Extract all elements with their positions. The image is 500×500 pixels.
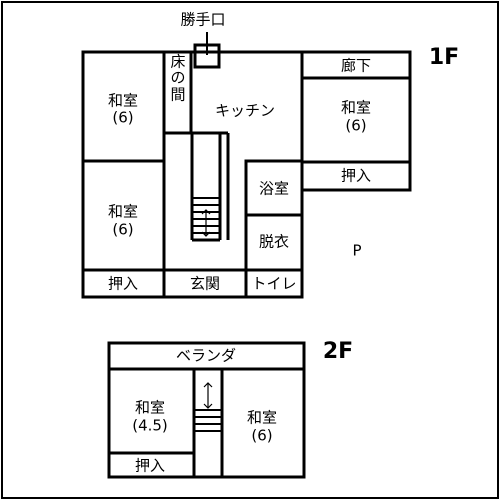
kitchen-label: キッチン [215, 102, 275, 120]
tokonoma-char-3: 間 [170, 86, 185, 104]
bath-label: 浴室 [259, 180, 289, 198]
floor-1 [81, 32, 412, 299]
oshiire-east-label: 押入 [341, 167, 371, 185]
back-door-label: 勝手口 [180, 11, 225, 29]
floor-2 [107, 341, 306, 479]
washitsu-nw-name: 和室 [108, 92, 138, 110]
washitsu-sw-size: (6) [112, 221, 133, 239]
veranda-label: ベランダ [176, 347, 236, 365]
washitsu-nw-size: (6) [112, 109, 133, 127]
floor1-label: 1F [429, 45, 459, 70]
stair-arrow-icon [201, 209, 211, 237]
parking-label: P [352, 242, 361, 260]
tokonoma-char-1: 床 [170, 53, 185, 71]
washitsu-w-name: 和室 [135, 399, 165, 417]
floor2-label: 2F [323, 339, 353, 364]
washitsu-ne-size: (6) [345, 117, 366, 135]
entrance-label: 玄関 [190, 275, 220, 293]
stair2-arrow-icon [203, 382, 213, 409]
corridor-label: 廊下 [341, 57, 371, 75]
oshiire-2f-label: 押入 [135, 457, 165, 475]
washitsu-w-size: (4.5) [132, 417, 168, 435]
washitsu-e-size: (6) [251, 427, 272, 445]
tokonoma-char-2: の [170, 69, 185, 87]
toilet-label: トイレ [251, 275, 296, 293]
floor2-outline [107, 341, 306, 479]
washitsu-sw-name: 和室 [108, 203, 138, 221]
washitsu-e-name: 和室 [247, 409, 277, 427]
washitsu-ne-name: 和室 [341, 99, 371, 117]
dressing-label: 脱衣 [259, 233, 289, 251]
oshiire-south-label: 押入 [108, 275, 138, 293]
